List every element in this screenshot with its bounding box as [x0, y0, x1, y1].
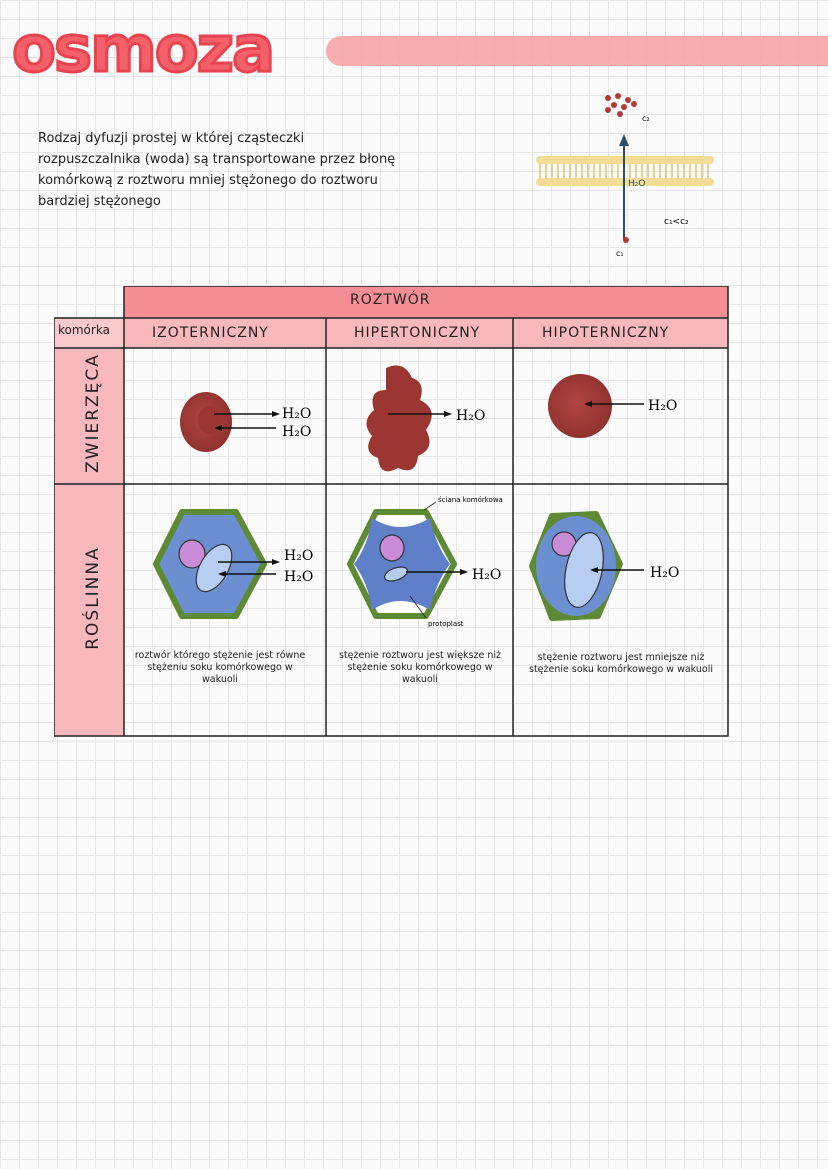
h2o-hiper-animal: H₂O: [456, 408, 485, 424]
note-isotonic: roztwór którego stężenie jest równe stęż…: [134, 650, 306, 685]
column-header-highlight: [124, 318, 728, 348]
komorka-highlight: [54, 318, 124, 348]
row-header-highlight: [54, 348, 124, 736]
plant-cells-row: H₂O H₂O H₂O ściana komórkowa protoplast …: [153, 496, 679, 628]
column-header-hipo: HIPOTERNICZNY: [542, 325, 670, 341]
h2o-out-izo-plant: H₂O: [284, 548, 313, 564]
row-header-plant: ROŚLINNA: [83, 546, 103, 650]
plant-cell-isotonic: H₂O H₂O: [153, 509, 313, 619]
komorka-header: komórka: [58, 323, 110, 337]
h2o-hipo-animal: H₂O: [648, 398, 677, 414]
inequality-label: c₁<c₂: [664, 217, 689, 227]
animal-cell-hypertonic: H₂O: [366, 365, 485, 472]
animal-cell-hypotonic: H₂O: [548, 374, 677, 438]
h2o-in-izo: H₂O: [282, 424, 311, 440]
roztwor-highlight: [124, 286, 728, 318]
plant-cell-hypertonic: H₂O ściana komórkowa protoplast: [347, 496, 503, 628]
c1-label: c₁: [616, 249, 624, 258]
column-header-izo: IZOTERNICZNY: [152, 325, 269, 341]
h2o-hiper-plant: H₂O: [472, 567, 501, 583]
water-arrow-head: [619, 134, 629, 146]
roztwor-header: ROZTWÓR: [350, 292, 431, 308]
animal-cells-row: H₂O H₂O H₂O H₂O: [180, 365, 677, 472]
membrane-diagram: c₂ H₂O c₁ c₁<c₂: [536, 93, 714, 258]
h2o-hipo-plant: H₂O: [650, 565, 679, 581]
note-hypertonic: stężenie roztworu jest większe niż stęże…: [338, 650, 501, 685]
osmosis-table-grid: [54, 286, 729, 737]
protoplast-label: protoplast: [428, 620, 464, 628]
plant-cell-hypotonic: H₂O: [529, 511, 679, 621]
note-hypotonic: stężenie roztworu jest mniejsze niż stęż…: [529, 652, 713, 675]
animal-cell-isotonic: H₂O H₂O: [180, 392, 311, 452]
definition-text: Rodzaj dyfuzji prostej w której cząstecz…: [38, 131, 396, 209]
row-header-animal: ZWIERZĘCA: [83, 353, 103, 473]
h2o-in-izo-plant: H₂O: [284, 569, 313, 585]
title-highlight-bar: [326, 36, 828, 66]
c2-label: c₂: [642, 114, 650, 123]
column-header-hiper: HIPERTONICZNY: [354, 325, 481, 341]
solute-particle-c1: [623, 237, 629, 243]
solute-particles: [605, 93, 637, 117]
cell-wall-label: ściana komórkowa: [438, 496, 503, 504]
h2o-out-izo: H₂O: [282, 406, 311, 422]
page-title: osmoza: [10, 13, 276, 88]
h2o-label: H₂O: [628, 179, 645, 189]
